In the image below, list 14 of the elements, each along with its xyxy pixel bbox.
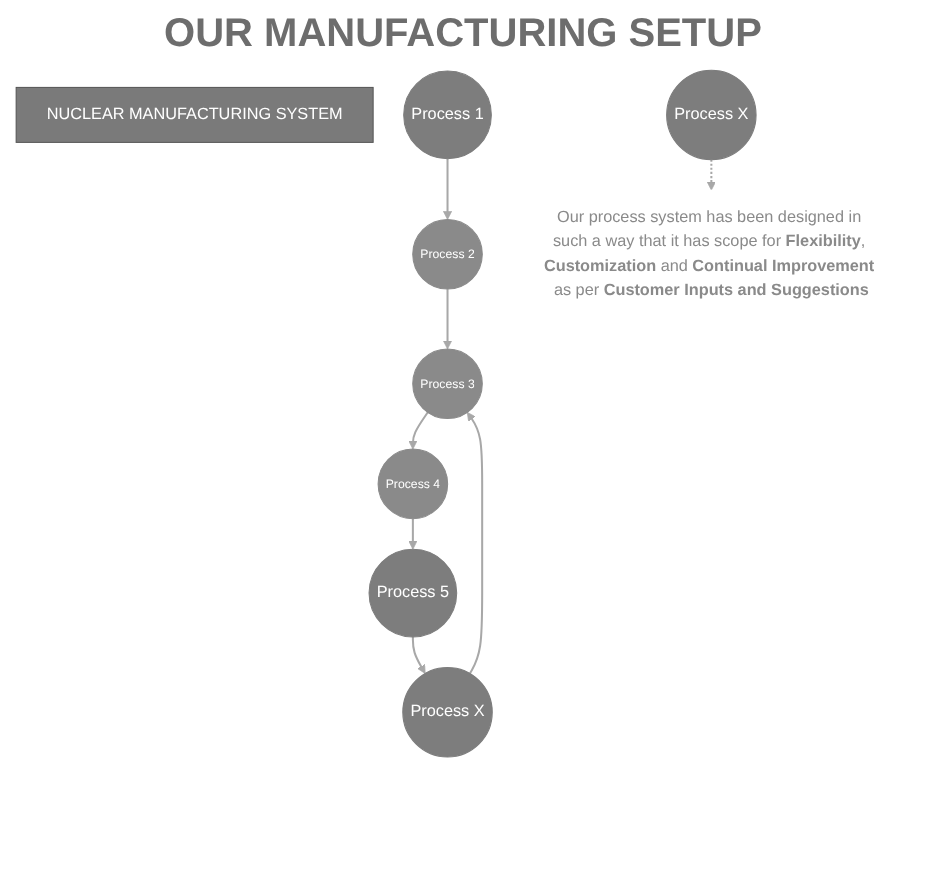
arrow: [443, 289, 452, 350]
arrow: [466, 412, 484, 674]
node-circle: Process X: [402, 666, 493, 758]
node-circle: Process X: [666, 69, 757, 161]
node-circle: Process 5: [368, 548, 458, 638]
diagram-title: OUR MANUFACTURING SETUP: [162, 12, 764, 58]
arrow: [443, 158, 452, 220]
arrow: [408, 411, 429, 450]
node-circle: Process 1: [403, 70, 492, 160]
arrow: [706, 159, 716, 191]
node-box: NUCLEAR MANUFACTURING SYSTEM: [15, 86, 374, 143]
arrow: [411, 636, 426, 674]
node-text: Our process system has been designed in such a way that it has scope for Flexibility, Customization and Continual Improvement as per Customer Inputs and Suggestions: [543, 208, 875, 300]
arrow: [408, 518, 418, 550]
